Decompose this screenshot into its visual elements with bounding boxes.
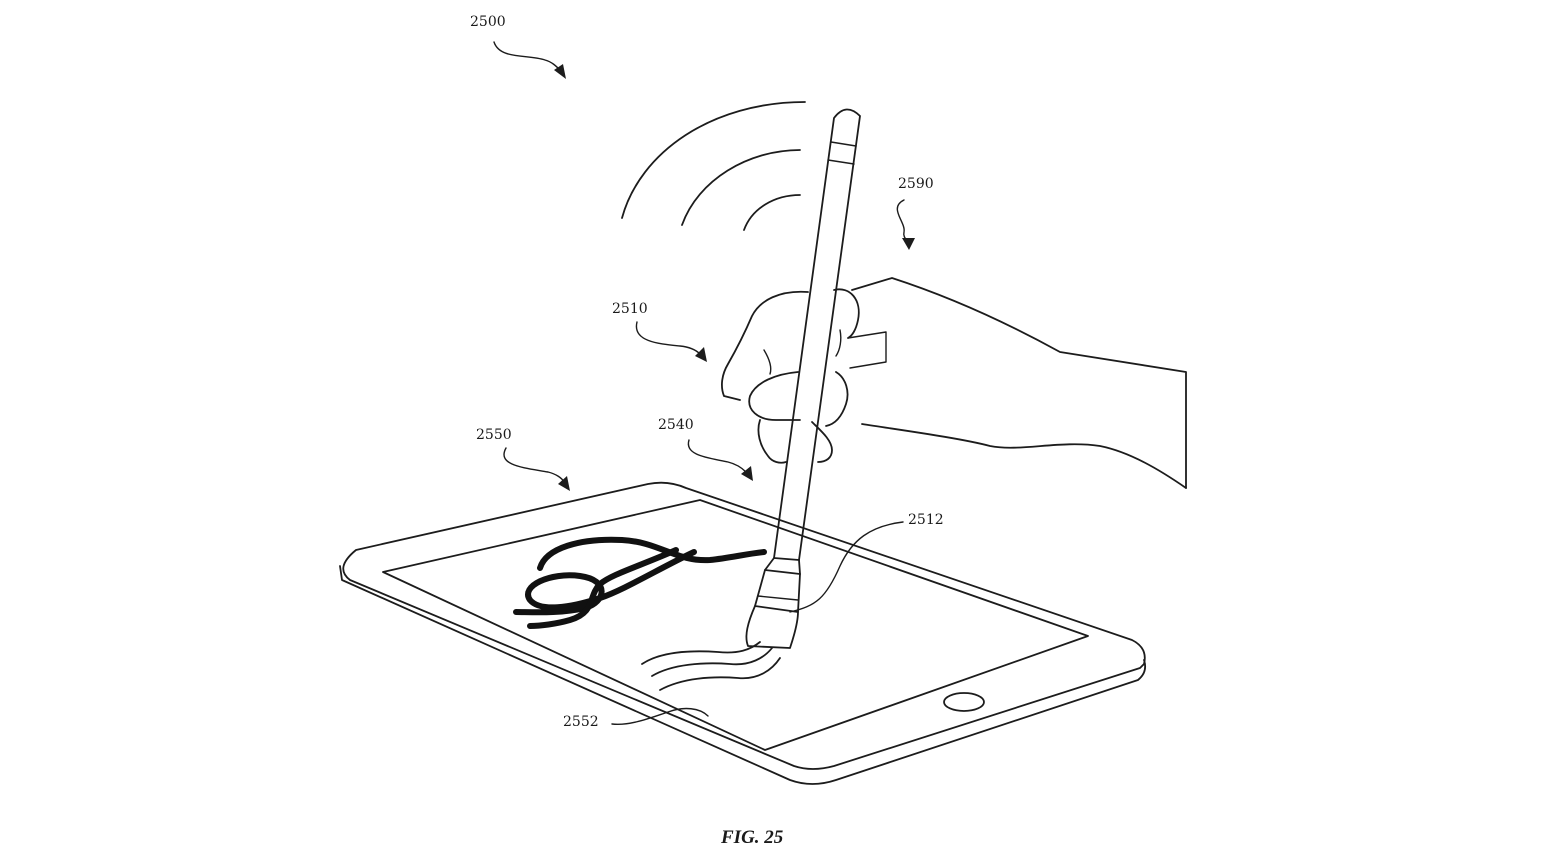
hand <box>721 277 1187 489</box>
label-2500: 2500 <box>470 14 506 30</box>
leader-arrow-2550 <box>503 447 570 491</box>
wireless-signal-icon <box>621 101 806 231</box>
stylus <box>745 108 861 649</box>
label-2540: 2540 <box>658 417 694 433</box>
label-2512: 2512 <box>908 512 944 528</box>
tablet-device <box>339 481 1147 785</box>
ink-drawing <box>513 536 767 629</box>
leader-arrow-2500 <box>493 41 566 79</box>
leader-arrow-2590 <box>896 199 915 250</box>
leader-arrow-2540 <box>687 439 753 481</box>
label-2510: 2510 <box>612 301 648 317</box>
leader-line-2512 <box>789 521 904 613</box>
home-button <box>943 692 985 712</box>
label-2552: 2552 <box>563 714 599 730</box>
leader-line-2552 <box>611 707 709 726</box>
leader-arrow-2510 <box>635 321 707 362</box>
label-2590: 2590 <box>898 176 934 192</box>
tablet-screen <box>382 499 1089 751</box>
figure-caption: FIG. 25 <box>720 827 784 848</box>
label-2550: 2550 <box>476 427 512 443</box>
brush-strokes <box>641 641 781 691</box>
